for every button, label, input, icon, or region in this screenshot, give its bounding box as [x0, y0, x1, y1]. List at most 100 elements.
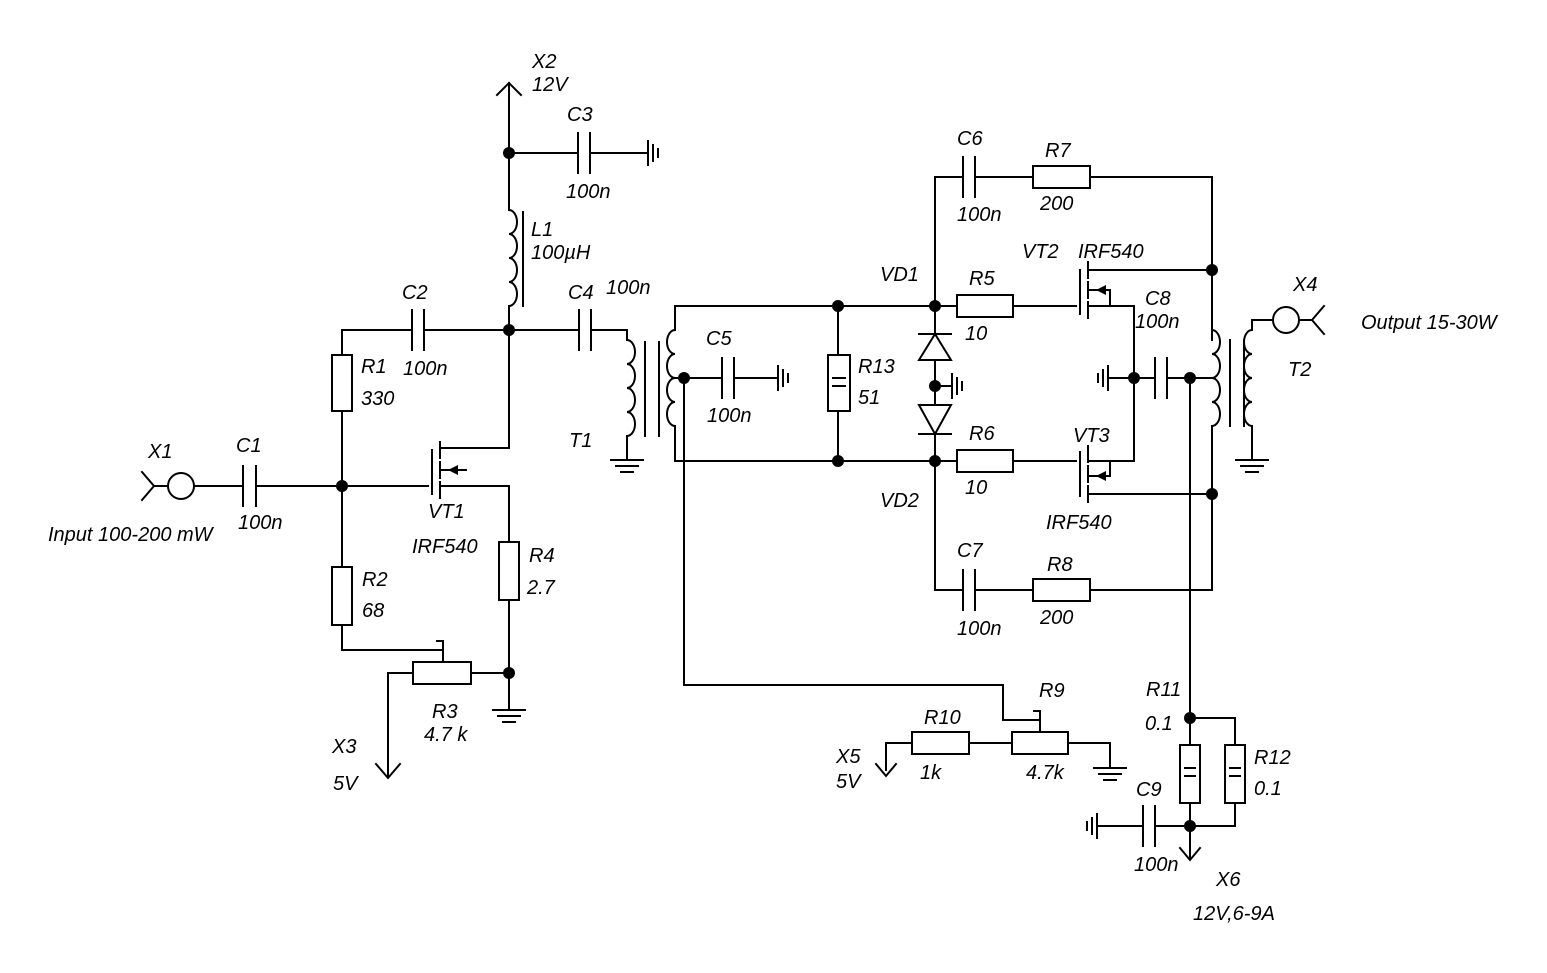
label-c2: C2 — [402, 282, 428, 304]
label-r9: R9 — [1039, 680, 1065, 702]
label-r8: R8 — [1047, 554, 1073, 576]
label-c3-value: 100n — [566, 181, 611, 203]
label-x1: X1 — [147, 441, 172, 463]
label-r12-value: 0.1 — [1254, 778, 1282, 800]
potentiometer-r9 — [1011, 731, 1069, 755]
label-x3-value: 5V — [333, 773, 359, 795]
resistor-r4 — [498, 541, 520, 601]
label-c5-value: 100n — [707, 405, 752, 427]
resistor-r1 — [331, 354, 353, 412]
capacitor-c5 — [721, 357, 789, 399]
label-l1: L1 — [531, 219, 553, 241]
label-x3: X3 — [331, 736, 356, 758]
label-c5: C5 — [706, 328, 732, 350]
capacitor-c4 — [578, 309, 628, 351]
label-r5: R5 — [969, 268, 995, 290]
inductor-l1 — [507, 208, 524, 331]
capacitor-c9 — [1086, 805, 1191, 847]
resistor-r2 — [331, 566, 353, 626]
label-r10: R10 — [924, 707, 961, 729]
label-c1: C1 — [236, 435, 262, 457]
label-c1-value: 100n — [238, 512, 283, 534]
label-vd2: VD2 — [880, 490, 919, 512]
label-vt1-type: IRF540 — [412, 536, 478, 558]
input-connector-x1 — [140, 470, 244, 502]
label-c4-value: 100n — [606, 277, 651, 299]
diode-vd1 — [917, 305, 953, 406]
resistor-r12 — [1224, 744, 1246, 804]
label-r4-value: 2.7 — [526, 577, 556, 599]
label-x2: X2 — [531, 51, 556, 73]
mosfet-vt2 — [1079, 261, 1213, 379]
resistor-r5 — [956, 294, 1014, 318]
label-c4: C4 — [568, 282, 594, 304]
label-r1-value: 330 — [361, 388, 394, 410]
label-c7: C7 — [957, 540, 983, 562]
label-r5-value: 10 — [965, 323, 987, 345]
label-r3-value: 4.7 k — [424, 724, 468, 746]
label-c3: C3 — [567, 104, 593, 126]
supply-x2-arrow — [495, 81, 523, 211]
label-r11: R11 — [1146, 679, 1181, 701]
label-l1-value: 100µH — [531, 242, 591, 264]
label-r10-value: 1k — [920, 762, 942, 784]
resistor-r10 — [911, 731, 970, 755]
capacitor-c8 — [1133, 357, 1191, 399]
label-r8-value: 200 — [1039, 607, 1073, 629]
ground-symbol — [492, 709, 526, 723]
mosfet-vt3 — [1079, 377, 1213, 503]
label-r13: R13 — [858, 356, 895, 378]
label-r6: R6 — [969, 423, 995, 445]
potentiometer-r3 — [387, 661, 510, 777]
resistor-r13 — [827, 354, 851, 412]
diode-vd2 — [917, 404, 953, 462]
label-x5-value: 5V — [836, 771, 862, 793]
label-r9-value: 4.7k — [1026, 762, 1065, 784]
label-c8: C8 — [1145, 288, 1171, 310]
label-x6-value: 12V,6-9A — [1193, 903, 1275, 925]
label-x2-value: 12V — [532, 74, 569, 96]
label-input: Input 100-200 mW — [48, 524, 215, 546]
capacitor-c3 — [508, 132, 659, 174]
resistor-r8 — [1032, 578, 1091, 602]
label-r2: R2 — [362, 569, 388, 591]
label-r11-value: 0.1 — [1145, 713, 1173, 735]
label-x5: X5 — [835, 746, 861, 768]
label-x4: X4 — [1292, 274, 1317, 296]
label-output: Output 15-30W — [1361, 312, 1499, 334]
capacitor-c1 — [242, 465, 343, 507]
label-r7: R7 — [1045, 140, 1071, 162]
label-vt3-type: IRF540 — [1046, 512, 1112, 534]
label-vt1: VT1 — [428, 501, 465, 523]
resistor-r7 — [1032, 165, 1091, 189]
label-r13-value: 51 — [858, 387, 880, 409]
label-vd1: VD1 — [880, 264, 919, 286]
junction-dots — [336, 147, 1218, 832]
label-vt2-type: IRF540 — [1078, 241, 1144, 263]
output-connector-x4 — [1272, 304, 1326, 336]
label-c2-value: 100n — [403, 358, 448, 380]
label-c9: C9 — [1136, 779, 1162, 801]
label-r4: R4 — [529, 545, 555, 567]
label-vt3: VT3 — [1073, 425, 1110, 447]
label-c7-value: 100n — [957, 618, 1002, 640]
label-r6-value: 10 — [965, 477, 987, 499]
label-x6: X6 — [1215, 869, 1241, 891]
label-r3: R3 — [432, 701, 458, 723]
label-c6: C6 — [957, 128, 983, 150]
capacitor-c2 — [341, 309, 580, 351]
label-c9-value: 100n — [1134, 854, 1179, 876]
label-c8-value: 100n — [1135, 311, 1180, 333]
label-r12: R12 — [1254, 747, 1291, 769]
resistor-r11 — [1179, 744, 1201, 804]
label-c6-value: 100n — [957, 204, 1002, 226]
label-vt2: VT2 — [1022, 241, 1059, 263]
resistor-r6 — [956, 449, 1014, 473]
label-r7-value: 200 — [1039, 193, 1073, 215]
label-t1: T1 — [569, 430, 592, 452]
label-r1: R1 — [361, 356, 387, 378]
label-r2-value: 68 — [362, 600, 384, 622]
transformer-t2 — [1210, 269, 1273, 591]
